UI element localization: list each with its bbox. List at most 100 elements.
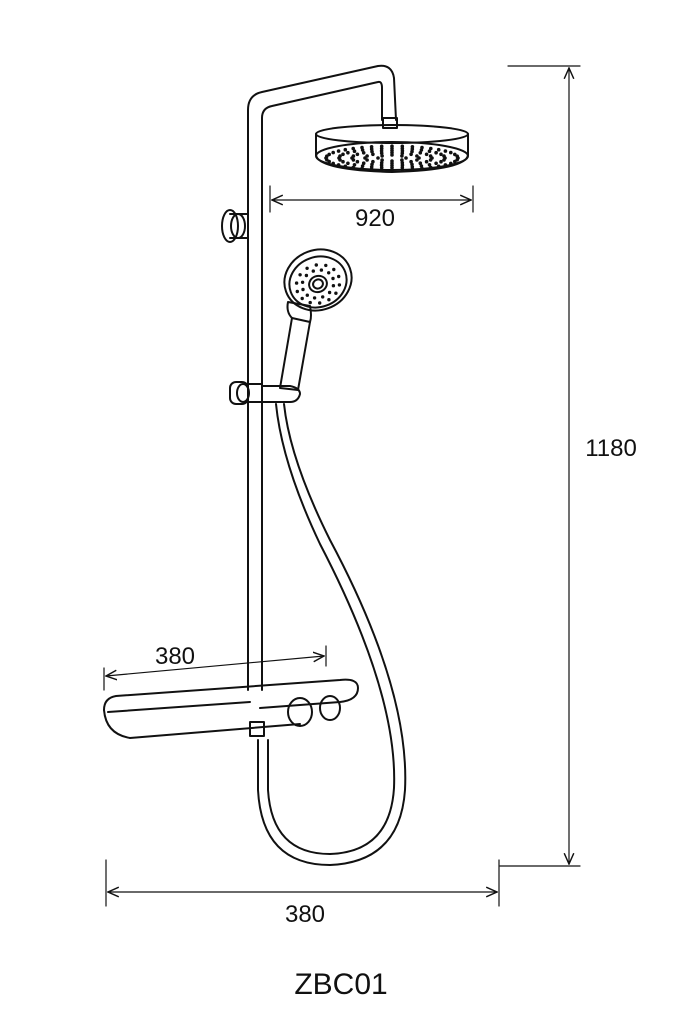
dimension-label-shelf: 380 (155, 643, 195, 670)
nozzle-dot (379, 144, 384, 149)
nozzle-dot (410, 167, 415, 171)
nozzle-dot (338, 154, 342, 158)
hand-nozzle-dot (295, 289, 299, 294)
nozzle-dot (415, 158, 419, 162)
nozzle-dot (400, 154, 404, 158)
hand-nozzle-dot (331, 276, 335, 281)
nozzle-dot (346, 161, 350, 166)
hand-nozzle-dot (332, 267, 336, 272)
hand-nozzle-dot (327, 298, 331, 302)
nozzle-dot (449, 161, 453, 166)
nozzle-dot (360, 166, 364, 171)
nozzle-dot (355, 152, 360, 157)
nozzle-dot (355, 159, 360, 164)
thermostatic-shelf (103, 678, 359, 739)
nozzle-dot (439, 159, 443, 164)
dimension-total-height: 1180 (499, 65, 637, 867)
nozzle-dot (376, 156, 380, 160)
nozzle-dot (418, 161, 423, 165)
nozzle-dot (453, 159, 457, 164)
hand-nozzle-dot (311, 269, 315, 273)
nozzle-dot (424, 159, 429, 164)
hand-shower-nozzles (294, 263, 342, 305)
dimension-head-arm: 920 (269, 185, 474, 232)
dimension-total-width: 380 (105, 859, 500, 928)
hand-nozzle-dot (319, 268, 324, 272)
hand-nozzle-dot (305, 293, 309, 297)
nozzle-dot (449, 150, 453, 155)
nozzle-dot (390, 168, 394, 172)
nozzle-dot (336, 163, 341, 167)
nozzle-dot (428, 158, 433, 162)
dimension-shelf: 380 (103, 643, 327, 691)
nozzle-dot (415, 154, 419, 158)
nozzle-dot (336, 149, 341, 153)
nozzle-dot (361, 151, 366, 155)
nozzle-dot (404, 156, 408, 160)
hand-nozzle-dot (334, 291, 338, 295)
nozzle-dot (361, 161, 366, 165)
nozzle-dot (429, 165, 433, 170)
nozzle-dot (418, 151, 423, 155)
hand-nozzle-dot (298, 273, 302, 277)
hand-nozzle-dot (308, 300, 312, 305)
rain-shower-head (315, 117, 469, 173)
shower-hose (257, 403, 407, 866)
hand-nozzle-dot (331, 284, 336, 288)
nozzle-dot (400, 158, 404, 162)
nozzle-dot (351, 154, 356, 158)
nozzle-dot (442, 158, 446, 162)
model-name: ZBC01 (294, 968, 387, 1001)
hand-nozzle-dot (327, 290, 332, 295)
nozzle-dot (434, 161, 438, 166)
nozzle-dot (352, 163, 357, 167)
nozzle-dot (341, 152, 345, 157)
nozzle-dot (343, 147, 348, 152)
nozzle-dot (380, 158, 384, 162)
nozzle-dot (400, 167, 405, 172)
hand-nozzle-dot (305, 266, 309, 270)
nozzle-dot (410, 145, 415, 149)
nozzle-dot (351, 165, 356, 170)
nozzle-dot (400, 144, 405, 149)
nozzle-dot (365, 154, 369, 158)
hand-nozzle-dot (294, 281, 299, 285)
nozzle-dot (442, 154, 446, 158)
nozzle-dot (346, 150, 350, 155)
nozzle-dot (390, 144, 394, 148)
hand-nozzle-dot (324, 263, 328, 268)
nozzle-dot (439, 152, 443, 157)
nozzle-dot (427, 149, 432, 153)
nozzle-dot (369, 145, 374, 149)
hand-nozzle-dot (337, 274, 341, 279)
nozzle-dot (360, 145, 364, 150)
nozzle-dot (380, 154, 384, 158)
nozzle-dot (420, 166, 424, 171)
nozzle-dot (341, 159, 345, 164)
nozzle-dot (327, 152, 332, 157)
nozzle-dot (424, 152, 429, 157)
hand-nozzle-dot (337, 283, 342, 287)
nozzle-dot (427, 163, 432, 167)
nozzle-dot (434, 150, 438, 155)
dimension-label-total-height: 1180 (585, 435, 637, 462)
nozzle-dot (443, 149, 448, 153)
rain-head-nozzles (324, 144, 460, 172)
hand-nozzle-dot (321, 295, 325, 299)
hand-nozzle-dot (301, 287, 305, 292)
hand-nozzle-dot (314, 263, 318, 267)
nozzle-dot (429, 146, 433, 151)
nozzle-dot (428, 154, 433, 158)
hand-nozzle-dot (300, 280, 305, 284)
dimension-label-head-arm: 920 (355, 205, 395, 232)
hand-nozzle-dot (300, 296, 304, 301)
dimension-label-total-width: 380 (285, 901, 325, 928)
hand-nozzle-dot (327, 271, 331, 275)
nozzle-dot (331, 150, 336, 155)
nozzle-dot (455, 154, 460, 158)
nozzle-dot (343, 164, 348, 169)
nozzle-dot (331, 161, 336, 166)
hand-nozzle-dot (318, 301, 322, 305)
nozzle-dot (420, 145, 424, 150)
